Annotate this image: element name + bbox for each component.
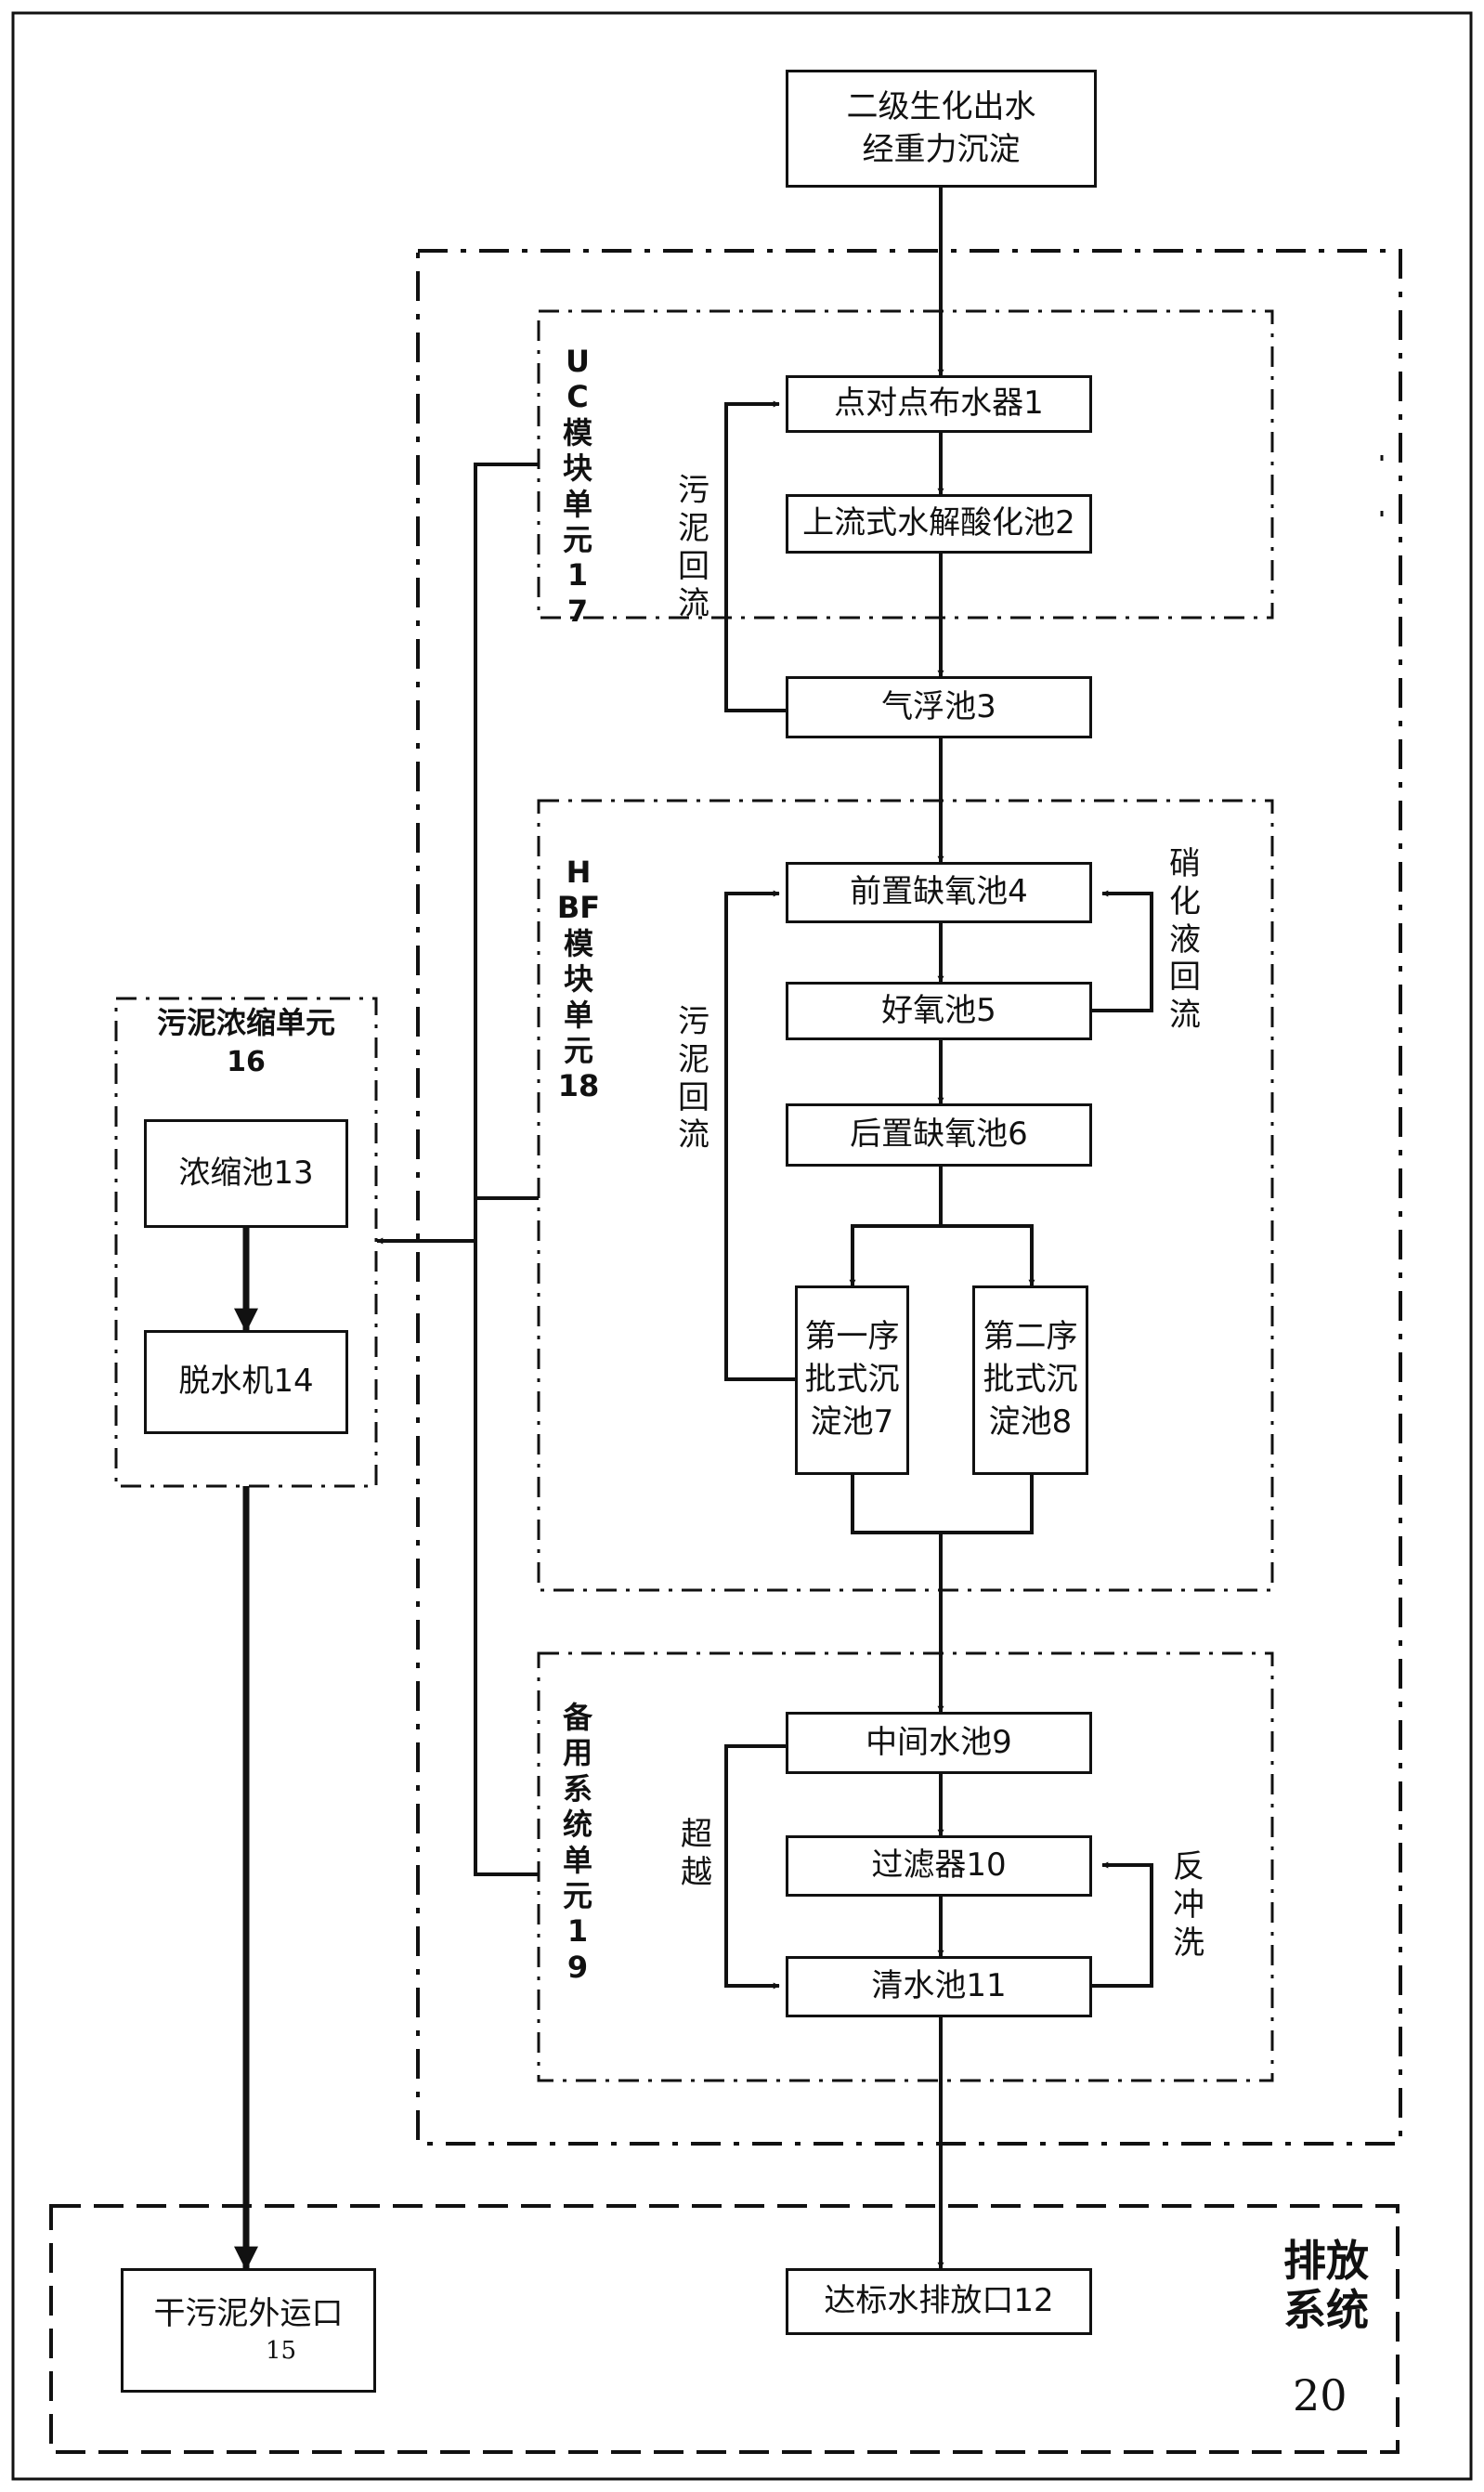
secondary-effluent-box: 二级生化出水 经重力沉淀 <box>786 70 1097 188</box>
sbr-tank-2-label: 第二序 批式沉 淀池8 <box>983 1318 1078 1441</box>
aerobic-tank-label: 好氧池5 <box>881 991 996 1029</box>
sludge-return-line-2 <box>724 890 795 1381</box>
hbf-unit-border <box>537 799 1274 1592</box>
backup-unit-label: 备用系统单元19 <box>562 1700 592 1985</box>
discharge-system-border <box>49 2204 1399 2454</box>
backwash-label: 反冲洗 <box>1173 1848 1204 1962</box>
filter-label: 过滤器10 <box>871 1846 1007 1885</box>
distributor-box: 点对点布水器1 <box>786 375 1092 433</box>
discharge-outlet-box: 达标水排放口12 <box>786 2268 1092 2335</box>
middle-tank-label: 中间水池9 <box>866 1723 1012 1761</box>
sbr-tank-1-box: 第一序 批式沉 淀池7 <box>795 1285 909 1475</box>
filter-box: 过滤器10 <box>786 1835 1092 1897</box>
sludge-return-line-1 <box>724 400 786 712</box>
distributor-label: 点对点布水器1 <box>834 385 1044 423</box>
sludge-return-label-1: 污泥回流 <box>678 472 709 623</box>
post-anoxic-tank-box: 后置缺氧池6 <box>786 1103 1092 1167</box>
flotation-tank-box: 气浮池3 <box>786 676 1092 738</box>
sbr-tank-2-box: 第二序 批式沉 淀池8 <box>972 1285 1088 1475</box>
clear-water-tank-label: 清水池11 <box>871 1967 1007 2005</box>
dry-sludge-outlet-number: 15 <box>265 2337 297 2366</box>
hydrolysis-tank-box: 上流式水解酸化池2 <box>786 494 1092 554</box>
sludge-return-label-2: 污泥回流 <box>678 1003 709 1155</box>
uc-unit-label: UC模块单元17 <box>562 344 592 629</box>
sludge-unit-label: 污泥浓缩单元 <box>156 1005 335 1040</box>
sludge-unit-border <box>114 997 378 1488</box>
hydrolysis-tank-label: 上流式水解酸化池2 <box>802 504 1075 542</box>
treatment-region-border <box>416 249 1402 2146</box>
hbf-unit-label: HBF模块单元18 <box>556 855 601 1104</box>
clear-water-tank-box: 清水池11 <box>786 1956 1092 2017</box>
backup-unit-border <box>537 1651 1274 2082</box>
backwash-line <box>1092 1861 1153 1988</box>
pre-anoxic-tank-box: 前置缺氧池4 <box>786 862 1092 923</box>
pre-anoxic-tank-label: 前置缺氧池4 <box>850 873 1028 911</box>
bypass-label: 超越 <box>681 1816 712 1891</box>
flow-line <box>851 1475 1034 1534</box>
post-anoxic-tank-label: 后置缺氧池6 <box>850 1116 1028 1154</box>
dry-sludge-outlet-box: 干污泥外运口 15 <box>121 2268 376 2393</box>
nitrified-return-label: 硝化液回流 <box>1169 845 1201 1035</box>
secondary-effluent-label: 二级生化出水 经重力沉淀 <box>846 87 1036 168</box>
dry-sludge-outlet-label: 干污泥外运口 <box>153 2294 344 2332</box>
thickener-box: 浓缩池13 <box>144 1119 348 1228</box>
nitrified-return-line <box>1092 890 1153 1012</box>
discharge-outlet-label: 达标水排放口12 <box>824 2282 1054 2320</box>
bypass-line <box>724 1744 786 1990</box>
aerobic-tank-box: 好氧池5 <box>786 982 1092 1040</box>
middle-tank-box: 中间水池9 <box>786 1712 1092 1774</box>
sbr-tank-1-label: 第一序 批式沉 淀池7 <box>804 1318 900 1441</box>
discharge-system-number: 20 <box>1293 2370 1347 2420</box>
sludge-collection-line <box>474 463 539 1876</box>
sludge-unit-number: 16 <box>227 1046 266 1078</box>
uc-unit-border <box>537 309 1274 620</box>
dewatering-machine-label: 脱水机14 <box>178 1363 314 1401</box>
flotation-tank-label: 气浮池3 <box>881 687 996 725</box>
outer-frame <box>11 11 1473 2481</box>
discharge-system-label: 排放系统 <box>1283 2236 1369 2335</box>
dewatering-machine-box: 脱水机14 <box>144 1330 348 1434</box>
thickener-label: 浓缩池13 <box>178 1154 314 1192</box>
